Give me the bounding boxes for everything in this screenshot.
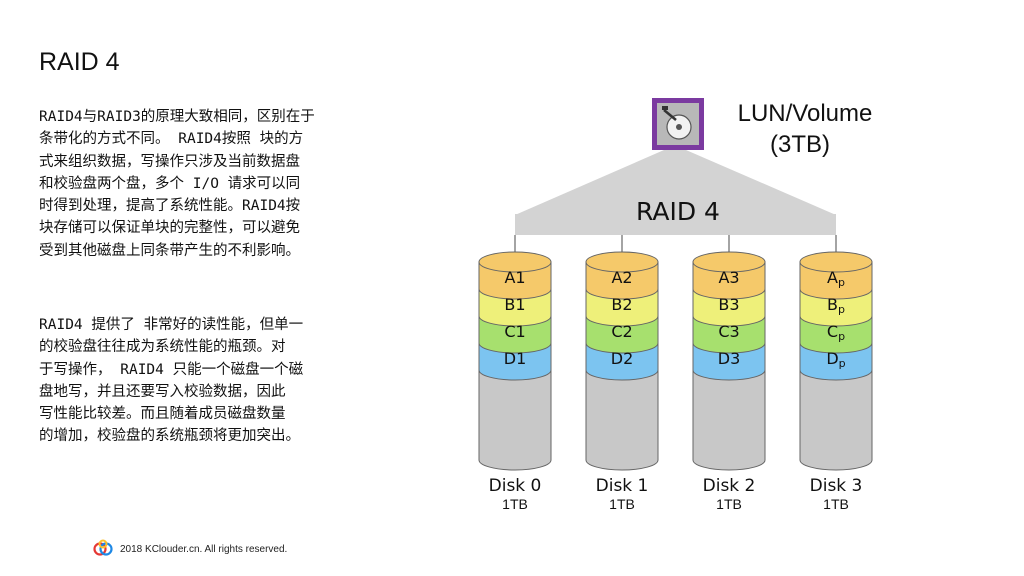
disk-name-label: Disk 0 <box>489 476 542 496</box>
stripe-block-C <box>585 315 659 354</box>
block-label: Dp <box>826 349 845 370</box>
lun-size-label: (3TB) <box>770 131 830 158</box>
block-label: D3 <box>718 349 741 368</box>
stripe-block-B <box>478 288 552 327</box>
raid-hierarchy-triangle <box>515 150 836 215</box>
disk-body <box>585 369 659 471</box>
disk-name-label: Disk 3 <box>810 476 863 496</box>
stripe-block-A <box>692 261 766 300</box>
stripe-block-C <box>799 315 873 354</box>
disk-size-label: 1TB <box>502 496 528 512</box>
block-label: D1 <box>504 349 527 368</box>
stripe-block-C <box>692 315 766 354</box>
lun-volume-icon <box>652 98 704 150</box>
block-label: A2 <box>611 268 632 287</box>
stripe-block-A <box>478 261 552 300</box>
footer: 2018 KClouder.cn. All rights reserved. <box>92 538 287 560</box>
block-label: Ap <box>827 268 845 289</box>
stripe-block-A <box>799 261 873 300</box>
kclouder-logo-icon <box>93 539 113 556</box>
disk-body <box>478 369 552 471</box>
disk-size-label: 1TB <box>609 496 635 512</box>
stripe-block-D <box>585 342 659 381</box>
block-label: A1 <box>504 268 525 287</box>
stripe-block-C <box>478 315 552 354</box>
slide-title: RAID 4 <box>39 48 120 76</box>
stripe-block-B <box>585 288 659 327</box>
block-label: B2 <box>611 295 632 314</box>
lun-volume-label: LUN/Volume <box>738 100 873 127</box>
disk-name-label: Disk 2 <box>703 476 756 496</box>
stripe-block-B <box>799 288 873 327</box>
disk-top <box>585 251 659 273</box>
block-label: D2 <box>611 349 634 368</box>
raid-bar <box>515 214 836 235</box>
block-label: B1 <box>504 295 525 314</box>
disk-body <box>799 369 873 471</box>
disk-top <box>799 251 873 273</box>
stripe-block-B <box>692 288 766 327</box>
block-label: A3 <box>718 268 739 287</box>
raid-level-label: RAID 4 <box>636 197 720 226</box>
stripe-block-D <box>799 342 873 381</box>
block-label: C2 <box>611 322 632 341</box>
copyright-text: 2018 KClouder.cn. All rights reserved. <box>120 543 288 555</box>
block-label: Cp <box>827 322 845 343</box>
block-label: C3 <box>718 322 739 341</box>
disk-top <box>478 251 552 273</box>
stripe-block-A <box>585 261 659 300</box>
stripe-block-D <box>692 342 766 381</box>
disk-top <box>692 251 766 273</box>
description-paragraph-1: RAID4与RAID3的原理大致相同，区别在于 条带化的方式不同。 RAID4按… <box>39 109 315 259</box>
block-label: B3 <box>718 295 739 314</box>
block-label: Bp <box>827 295 845 316</box>
stripe-block-D <box>478 342 552 381</box>
disk-size-label: 1TB <box>823 496 849 512</box>
disk-size-label: 1TB <box>716 496 742 512</box>
description-paragraph-2: RAID4 提供了 非常好的读性能，但单一 的校验盘往往成为系统性能的瓶颈。对 … <box>39 317 304 445</box>
block-label: C1 <box>504 322 525 341</box>
disk-name-label: Disk 1 <box>596 476 649 496</box>
disk-body <box>692 369 766 471</box>
